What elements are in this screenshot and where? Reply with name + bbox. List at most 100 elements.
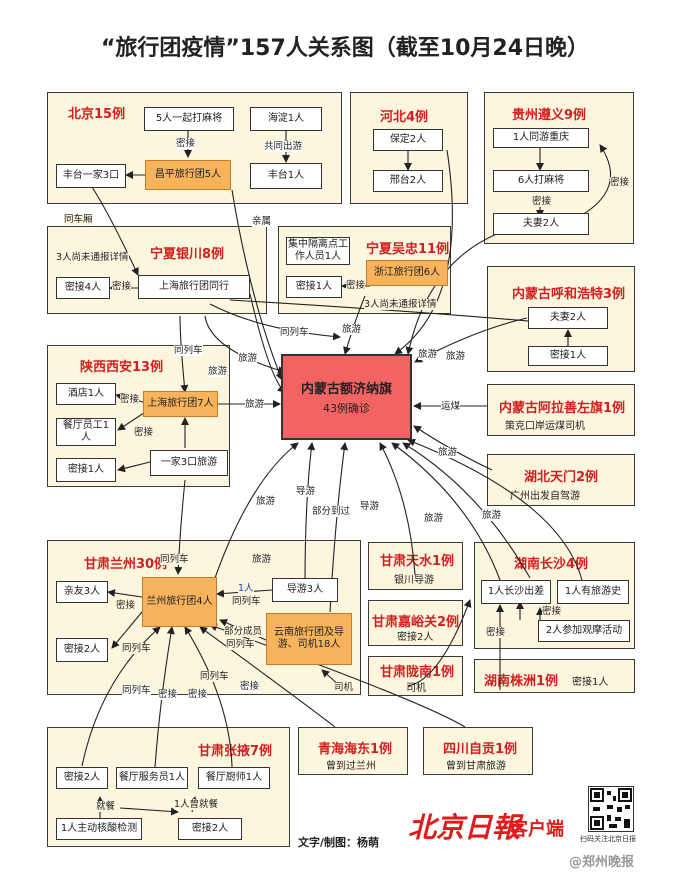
label-same-car: 同车厢 (64, 214, 93, 225)
label-same-train-lz-2: 同列车 (232, 596, 261, 607)
label-travel-together: 共同出游 (264, 141, 303, 152)
label-tour-gz: 旅游 (446, 351, 466, 362)
label-one-dining: 1人曾就餐 (174, 799, 219, 810)
node-bj-fengtai-family: 丰台一家3口 (56, 164, 126, 188)
text-longnan-driver: 司机 (406, 683, 426, 694)
group-title-lanzhou: 甘肃兰州30例 (84, 557, 168, 572)
node-yc-shanghai-tour: 上海旅行团同行 (138, 275, 250, 299)
node-bj-mahjong: 5人一起打麻将 (144, 107, 234, 131)
qr-code-icon (588, 786, 634, 832)
text-tianshui-guide: 银川导游 (394, 575, 434, 586)
group-title-nmg-hohhot: 内蒙古呼和浩特3例 (512, 287, 626, 302)
group-title-hebei: 河北4例 (380, 110, 429, 125)
group-title-guizhou: 贵州遵义9例 (512, 108, 587, 123)
node-hb-xingtai: 邢台2人 (373, 170, 443, 192)
group-title-ningxia-wuzhong: 宁夏吴忠11例 (366, 242, 450, 257)
label-tour-lz-guide: 旅游 (252, 554, 272, 565)
group-title-zigong: 四川自贡1例 (443, 742, 518, 757)
group-title-zhangye: 甘肃张掖7例 (198, 744, 273, 759)
group-zigong (423, 727, 533, 775)
label-same-train-lz-5: 同列车 (200, 671, 229, 682)
label-close-sx-2: 密接 (134, 427, 154, 438)
node-sx-shanghai-tour: 上海旅行团7人 (143, 391, 218, 417)
text-hubei-guangzhou: 广州出发自驾游 (510, 491, 580, 502)
label-tour-sx-2: 旅游 (245, 399, 265, 410)
label-close-gz-2: 密接 (610, 177, 630, 188)
node-yc-close4: 密接4人 (56, 277, 110, 299)
label-tour-lz: 旅游 (256, 496, 276, 507)
label-dining: 就餐 (96, 801, 116, 812)
label-guide-ts: 导游 (360, 501, 380, 512)
label-same-train-zy: 同列车 (122, 685, 151, 696)
group-jiayuguan (368, 600, 463, 646)
group-tianshui (368, 542, 463, 590)
node-lz-tour: 兰州旅行团4人 (142, 577, 217, 627)
group-title-tianshui: 甘肃天水1例 (380, 554, 455, 569)
label-partial-member: 部分成员 (224, 626, 263, 637)
label-close-lz-1: 密接 (116, 600, 136, 611)
text-zhuzhou-close: 密接1人 (572, 677, 609, 688)
label-tour-sx: 旅游 (208, 366, 228, 377)
node-sx-hotel: 酒店1人 (56, 383, 116, 405)
node-zy-test: 1人主动核酸检测 (56, 818, 142, 840)
label-passing: 部分到过 (312, 506, 351, 517)
node-zy-waiter: 餐厅服务员1人 (116, 767, 188, 789)
group-title-longnan: 甘肃陇南1例 (380, 665, 455, 680)
group-zhuzhou (474, 659, 635, 693)
node-zy-close2: 密接2人 (56, 767, 108, 789)
label-close-bj: 密接 (176, 138, 196, 149)
text-alxa-coal-driver: 策克口岸运煤司机 (505, 421, 585, 432)
node-bj-haidian: 海淀1人 (250, 107, 322, 131)
node-zy-close2b: 密接2人 (178, 818, 242, 840)
group-title-changsha: 湖南长沙4例 (514, 557, 589, 572)
label-tour-yc: 旅游 (238, 353, 258, 364)
node-lz-yunnan-tour: 云南旅行团及导游、司机18人 (266, 613, 352, 665)
label-close-wz: 密接 (346, 280, 366, 291)
center-node-ejina: 内蒙古额济纳旗 43例确诊 (281, 354, 412, 440)
node-lz-relatives: 亲友3人 (56, 581, 108, 603)
node-hh-close1: 密接1人 (528, 346, 608, 366)
label-close-sx-1: 密接 (120, 394, 140, 405)
text-jiayuguan-close: 密接2人 (397, 632, 434, 643)
label-close-yc: 密接 (112, 281, 132, 292)
group-hubei (487, 454, 635, 506)
node-sx-restaurant-staff: 餐厅员工1人 (56, 418, 116, 446)
node-cs-event: 2人参加观摩活动 (538, 620, 630, 642)
center-count: 43例确诊 (323, 402, 370, 415)
node-gz-mahjong: 6人打麻将 (493, 170, 589, 192)
label-close-gz-1: 密接 (532, 196, 552, 207)
label-same-train-lz-4: 同列车 (122, 643, 151, 654)
group-title-shaanxi: 陕西西安13例 (80, 360, 164, 375)
label-close-cs-2: 密接 (542, 606, 562, 617)
label-tour-cs-1: 旅游 (424, 513, 444, 524)
group-title-hubei: 湖北天门2例 (524, 470, 599, 485)
text-zigong-gansu: 曾到甘肃旅游 (446, 761, 506, 772)
label-one-person: 1人 (238, 583, 254, 594)
label-guide-lz: 导游 (296, 486, 316, 497)
node-bj-changping-tour: 昌平旅行团5人 (145, 160, 231, 190)
group-title-beijing: 北京15例 (68, 107, 126, 122)
label-same-train-lz: 同列车 (160, 554, 189, 565)
group-title-nmg-alxa: 内蒙古阿拉善左旗1例 (499, 401, 626, 416)
label-coal: 运煤 (441, 401, 461, 412)
node-wz-quarantine: 集中隔离点工作人员1人 (286, 237, 350, 265)
node-bj-fengtai-one: 丰台1人 (250, 163, 322, 189)
brand-suffix: 客户端 (510, 819, 564, 840)
group-nmg-alxa (487, 384, 635, 436)
label-unreported-yc: 3人尚未通报详情 (56, 252, 129, 263)
node-sx-family-tour: 一家3口旅游 (150, 450, 228, 476)
page-title: “旅行团疫情”157人关系图（截至10月24日晚） (100, 36, 590, 61)
node-hh-couple: 夫妻2人 (528, 307, 608, 329)
node-cs-travel-history: 1人有旅游史 (557, 580, 629, 604)
node-sx-close1: 密接1人 (56, 458, 116, 482)
label-unreported-wz: 3人尚未通报详情 (364, 299, 437, 310)
group-title-haidong: 青海海东1例 (318, 742, 393, 757)
label-same-train-yc: 同列车 (280, 327, 309, 338)
center-title: 内蒙古额济纳旗 (300, 382, 392, 397)
group-ningxia-yinchuan (47, 226, 267, 314)
label-same-train-lz-3: 同列车 (226, 639, 255, 650)
node-zy-chef: 餐厅厨师1人 (198, 767, 270, 789)
label-tour-wz: 旅游 (342, 324, 362, 335)
label-driver: 司机 (334, 682, 354, 693)
watermark: @郑州晚报 (569, 855, 635, 870)
